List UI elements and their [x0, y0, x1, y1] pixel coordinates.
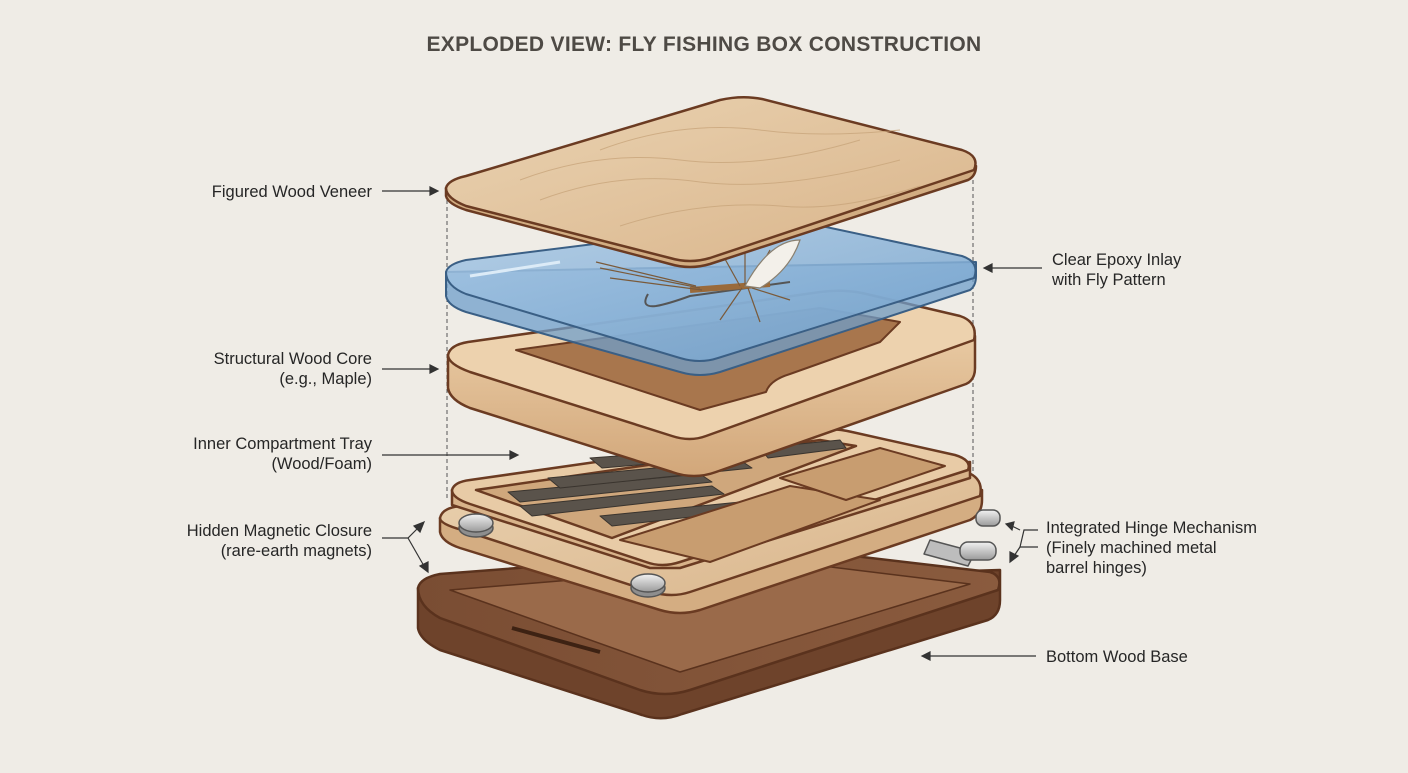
leader-lines	[382, 186, 1042, 661]
label-hidden-magnetic-closure: Hidden Magnetic Closure (rare-earth magn…	[186, 522, 372, 560]
label-bottom-wood-base: Bottom Wood Base	[1046, 648, 1188, 666]
label-inner-compartment-tray: Inner Compartment Tray (Wood/Foam)	[193, 435, 372, 473]
label-structural-wood-core: Structural Wood Core (e.g., Maple)	[213, 350, 372, 388]
barrel-hinge-icon	[923, 509, 1001, 567]
figured-wood-veneer	[444, 96, 978, 269]
label-figured-wood-veneer: Figured Wood Veneer	[211, 183, 372, 201]
page-title: EXPLODED VIEW: FLY FISHING BOX CONSTRUCT…	[426, 33, 982, 56]
bottom-wood-base	[416, 546, 1002, 720]
magnet-icon	[458, 513, 666, 598]
label-clear-epoxy-inlay: Clear Epoxy Inlay with Fly Pattern	[1052, 251, 1182, 289]
label-integrated-hinge-mechanism: Integrated Hinge Mechanism (Finely machi…	[1046, 519, 1257, 577]
